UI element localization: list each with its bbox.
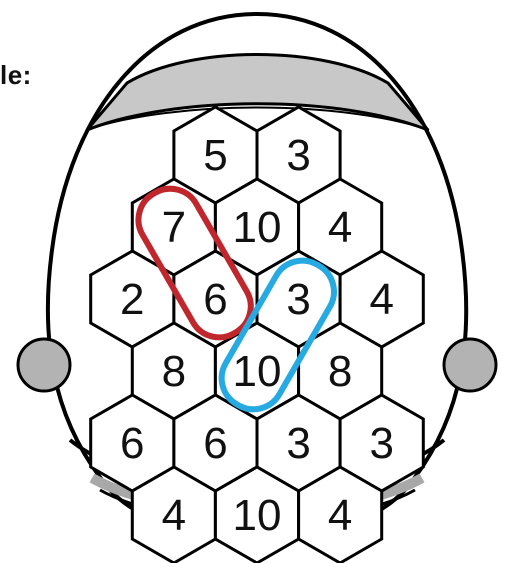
hex-cell-number: 4: [162, 491, 186, 540]
hex-cell-number: 10: [233, 347, 282, 396]
left-side-button: [18, 339, 70, 391]
hex-cell-number: 2: [120, 275, 144, 324]
hex-cell-number: 10: [233, 203, 282, 252]
hex-cell-number: 5: [203, 131, 227, 180]
hex-cell-number: 3: [369, 419, 393, 468]
hex-cell-number: 8: [328, 347, 352, 396]
hex-cell-number: 3: [286, 275, 310, 324]
hex-cell-number: 10: [233, 491, 282, 540]
hex-cell-number: 4: [328, 491, 352, 540]
hex-cell-number: 8: [162, 347, 186, 396]
hex-cell-number: 3: [286, 419, 310, 468]
hex-cell-number: 4: [369, 275, 393, 324]
hex-cell-number: 6: [203, 275, 227, 324]
right-side-button: [444, 339, 496, 391]
hex-cell-number: 6: [120, 419, 144, 468]
hex-cell-number: 4: [328, 203, 352, 252]
hex-cell-number: 6: [203, 419, 227, 468]
hex-cell-number: 3: [286, 131, 310, 180]
hex-cell-number: 7: [162, 203, 186, 252]
